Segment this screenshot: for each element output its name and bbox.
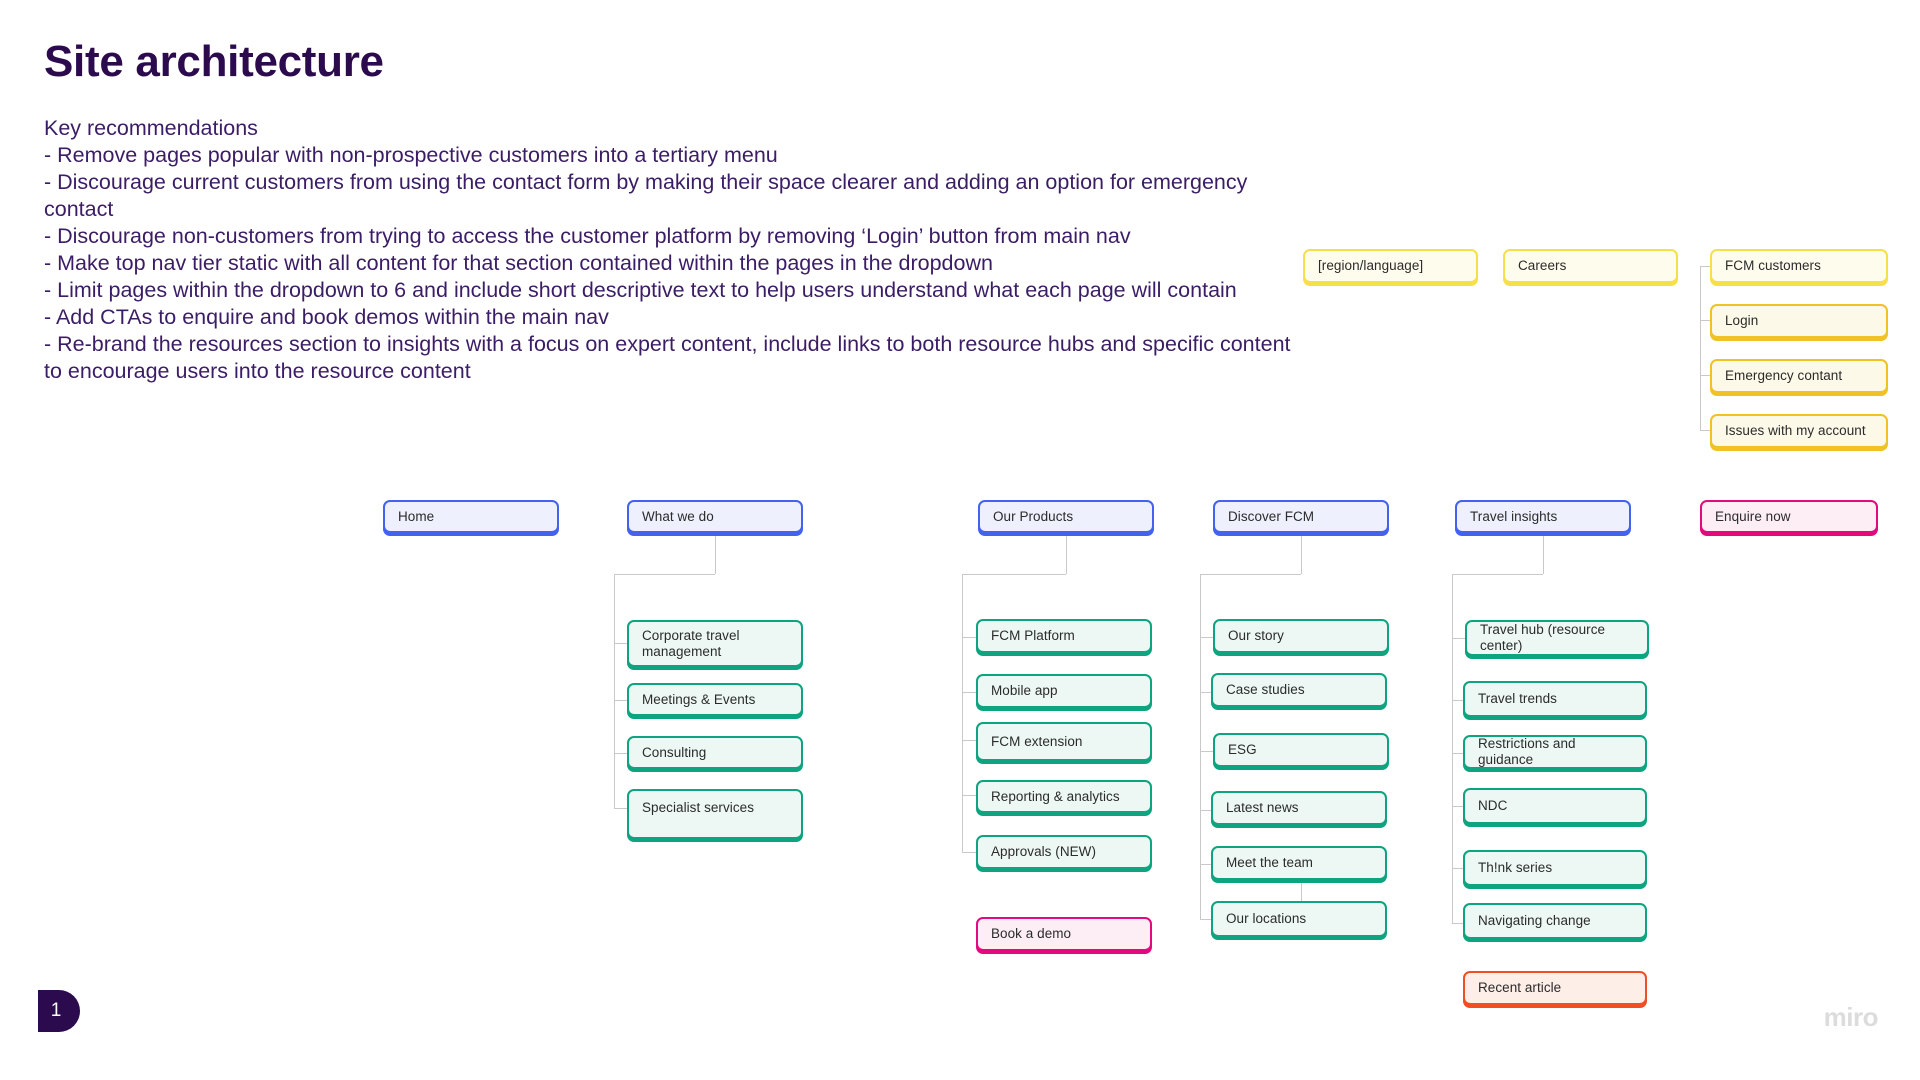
connector-horizontal <box>962 852 978 853</box>
connector-horizontal <box>1700 266 1712 267</box>
connector-horizontal <box>614 700 628 701</box>
node-travel-insights[interactable]: Travel insights <box>1455 500 1631 533</box>
node-our-locations[interactable]: Our locations <box>1211 901 1387 937</box>
connector-horizontal <box>1700 320 1712 321</box>
node-mobile-app[interactable]: Mobile app <box>976 674 1152 708</box>
connector-vertical <box>1200 574 1201 919</box>
node-book-a-demo[interactable]: Book a demo <box>976 917 1152 951</box>
connector-horizontal <box>962 637 978 638</box>
connector-horizontal <box>614 808 628 809</box>
recommendation-item: - Discourage current customers from usin… <box>44 170 1248 221</box>
connector-vertical <box>715 536 716 574</box>
connector-vertical <box>1301 880 1302 910</box>
connector-horizontal <box>1452 700 1466 701</box>
connector-vertical <box>1066 536 1067 574</box>
node-case-studies[interactable]: Case studies <box>1211 673 1387 707</box>
node-reporting-analytics[interactable]: Reporting & analytics <box>976 780 1152 813</box>
connector-horizontal <box>1200 574 1301 575</box>
key-recommendations-block: Key recommendations - Remove pages popul… <box>44 115 1294 385</box>
recommendation-item: - Re-brand the resources section to insi… <box>44 332 1291 383</box>
miro-watermark: miro <box>1823 1002 1879 1032</box>
page-number: 1 <box>50 1000 62 1021</box>
node-navigating-change[interactable]: Navigating change <box>1463 903 1647 939</box>
node-discover-fcm[interactable]: Discover FCM <box>1213 500 1389 533</box>
connector-horizontal <box>1200 864 1214 865</box>
node-what-we-do[interactable]: What we do <box>627 500 803 533</box>
connector-vertical <box>962 574 963 852</box>
connector-horizontal <box>1452 638 1466 639</box>
node-fcm-extension[interactable]: FCM extension <box>976 722 1152 761</box>
connector-horizontal <box>1452 806 1466 807</box>
connector-horizontal <box>962 795 978 796</box>
node-think-series[interactable]: Th!nk series <box>1463 850 1647 886</box>
node-ndc[interactable]: NDC <box>1463 788 1647 824</box>
connector-vertical <box>1452 574 1453 923</box>
node-esg[interactable]: ESG <box>1213 733 1389 767</box>
node-recent-article[interactable]: Recent article <box>1463 971 1647 1005</box>
connector-horizontal <box>1700 375 1712 376</box>
connector-vertical <box>1700 266 1701 431</box>
node-travel-hub[interactable]: Travel hub (resource center) <box>1465 620 1649 656</box>
recommendation-item: - Discourage non-customers from trying t… <box>44 224 1131 248</box>
connector-horizontal <box>1452 574 1543 575</box>
node-careers[interactable]: Careers <box>1503 249 1678 283</box>
node-corporate-travel-management[interactable]: Corporate travel management <box>627 620 803 667</box>
node-latest-news[interactable]: Latest news <box>1211 791 1387 825</box>
connector-horizontal <box>962 692 978 693</box>
node-enquire-now[interactable]: Enquire now <box>1700 500 1878 533</box>
connector-horizontal <box>1452 868 1466 869</box>
connector-horizontal <box>1700 430 1712 431</box>
connector-horizontal <box>1200 637 1214 638</box>
node-consulting[interactable]: Consulting <box>627 736 803 769</box>
node-travel-trends[interactable]: Travel trends <box>1463 681 1647 717</box>
connector-horizontal <box>1200 692 1214 693</box>
connector-horizontal <box>614 753 628 754</box>
connector-horizontal <box>1452 923 1466 924</box>
page-title: Site architecture <box>44 37 384 86</box>
connector-horizontal <box>1200 810 1214 811</box>
connector-vertical <box>614 574 615 808</box>
node-meet-the-team[interactable]: Meet the team <box>1211 846 1387 880</box>
page-number-badge: 1 <box>38 990 80 1032</box>
connector-horizontal <box>614 643 628 644</box>
recommendation-item: - Remove pages popular with non-prospect… <box>44 143 778 167</box>
recommendation-item: - Limit pages within the dropdown to 6 a… <box>44 278 1237 302</box>
recommendations-heading: Key recommendations <box>44 116 258 140</box>
node-login[interactable]: Login <box>1710 304 1888 338</box>
recommendation-item: - Add CTAs to enquire and book demos wit… <box>44 305 609 329</box>
connector-vertical <box>1543 536 1544 574</box>
connector-horizontal <box>962 740 978 741</box>
node-fcm-platform[interactable]: FCM Platform <box>976 619 1152 653</box>
connector-vertical <box>1301 536 1302 574</box>
node-issues-with-my-account[interactable]: Issues with my account <box>1710 414 1888 448</box>
node-fcm-customers[interactable]: FCM customers <box>1710 249 1888 283</box>
node-approvals-new[interactable]: Approvals (NEW) <box>976 835 1152 869</box>
node-region-language[interactable]: [region/language] <box>1303 249 1478 283</box>
recommendation-item: - Make top nav tier static with all cont… <box>44 251 993 275</box>
node-meetings-events[interactable]: Meetings & Events <box>627 683 803 716</box>
connector-horizontal <box>1200 919 1214 920</box>
node-our-story[interactable]: Our story <box>1213 619 1389 653</box>
connector-horizontal <box>1200 751 1214 752</box>
node-our-products[interactable]: Our Products <box>978 500 1154 533</box>
connector-horizontal <box>962 574 1066 575</box>
connector-horizontal <box>614 574 715 575</box>
node-specialist-services[interactable]: Specialist services <box>627 789 803 839</box>
node-restrictions-and-guidance[interactable]: Restrictions and guidance <box>1463 735 1647 769</box>
node-home[interactable]: Home <box>383 500 559 533</box>
connector-horizontal <box>1452 753 1466 754</box>
node-emergency-contact[interactable]: Emergency contant <box>1710 359 1888 393</box>
